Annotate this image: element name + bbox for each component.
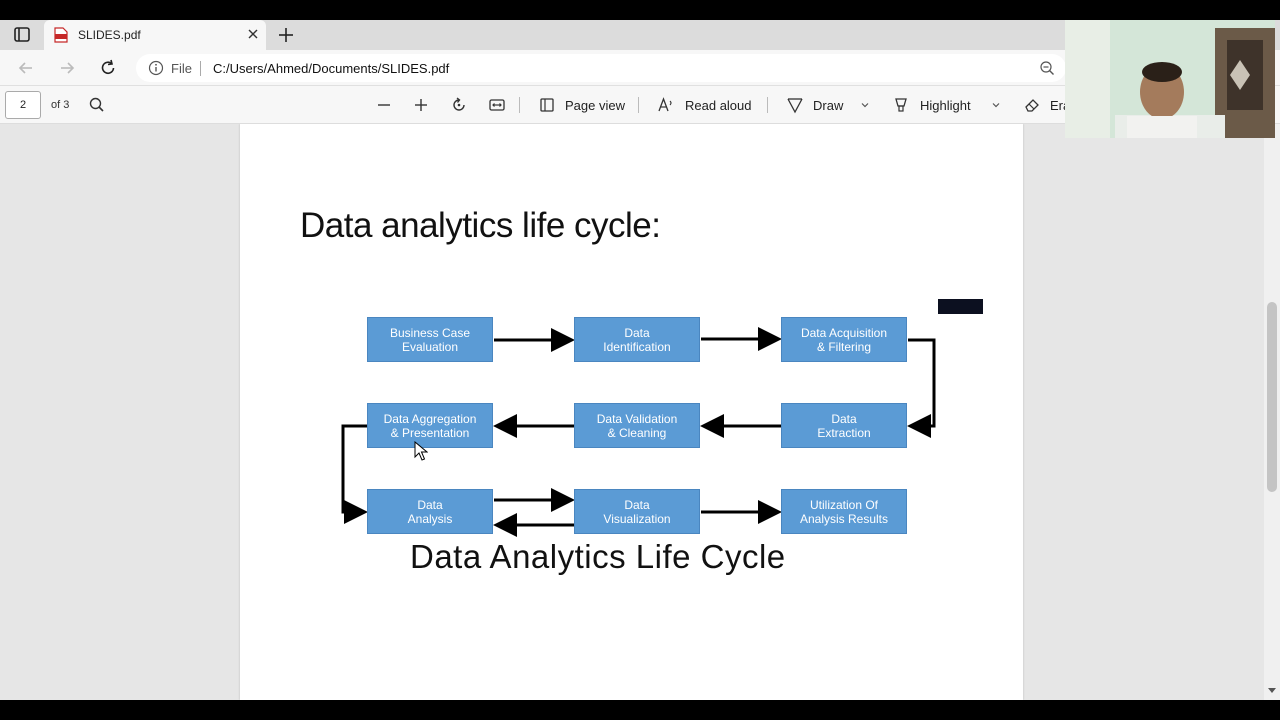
info-icon[interactable] [148, 60, 164, 76]
diagram-box-data-identification: Data Identification [574, 317, 700, 362]
page-count: of 3 [51, 99, 70, 111]
pdf-viewer[interactable]: Data analytics life cycle: [0, 124, 1280, 700]
diagram-box-data-acquisition: Data Acquisition & Filtering [781, 317, 907, 362]
redaction-rect [938, 299, 983, 314]
diagram-box-data-analysis: Data Analysis [367, 489, 493, 534]
address-bar: File C:/Users/Ahmed/Documents/SLIDES.pdf [0, 50, 1280, 86]
diagram-box-data-visualization: Data Visualization [574, 489, 700, 534]
scheme-label: File [171, 61, 192, 76]
refresh-icon[interactable] [98, 58, 118, 78]
diagram-box-business-case: Business Case Evaluation [367, 317, 493, 362]
rotate-icon[interactable] [450, 96, 468, 114]
mouse-cursor-icon [414, 441, 428, 461]
url-text[interactable]: C:/Users/Ahmed/Documents/SLIDES.pdf [213, 61, 450, 76]
close-icon[interactable] [246, 27, 260, 41]
diagram-box-data-extraction: Data Extraction [781, 403, 907, 448]
zoom-in-button-icon[interactable] [412, 96, 430, 114]
vertical-scrollbar[interactable] [1264, 124, 1280, 700]
fit-to-width-icon[interactable] [488, 96, 506, 114]
toolbar-divider [519, 97, 520, 113]
omnibox[interactable]: File C:/Users/Ahmed/Documents/SLIDES.pdf [136, 54, 1066, 82]
webcam-overlay [1065, 20, 1275, 138]
page-number-input[interactable]: 2 [5, 91, 41, 119]
pdf-page: Data analytics life cycle: [240, 124, 1023, 700]
read-aloud-icon[interactable] [657, 96, 675, 114]
search-icon[interactable] [88, 96, 106, 114]
diagram-arrows [341, 327, 936, 537]
tab-actions-icon[interactable] [10, 26, 34, 44]
tab-slides-pdf[interactable]: SLIDES.pdf [44, 20, 266, 50]
slide-title: Data analytics life cycle: [300, 206, 661, 245]
diagram-box-data-aggregation: Data Aggregation & Presentation [367, 403, 493, 448]
chevron-down-icon[interactable] [860, 100, 870, 110]
zoom-out-button-icon[interactable] [375, 96, 393, 114]
page-view-button[interactable]: Page view [565, 98, 625, 113]
bottom-letterbox [0, 700, 1280, 720]
draw-icon[interactable] [786, 96, 804, 114]
new-tab-icon[interactable] [276, 25, 296, 45]
forward-icon[interactable] [57, 58, 77, 78]
omnibox-divider [200, 61, 201, 76]
diagram-caption: Data Analytics Life Cycle [410, 538, 786, 575]
highlight-button[interactable]: Highlight [920, 98, 971, 113]
scroll-down-icon[interactable] [1268, 686, 1276, 694]
diagram-box-data-validation: Data Validation & Cleaning [574, 403, 700, 448]
diagram-box-utilization: Utilization Of Analysis Results [781, 489, 907, 534]
tab-title: SLIDES.pdf [78, 28, 141, 42]
chevron-down-icon[interactable] [991, 100, 1001, 110]
webcam-person-image [1065, 20, 1275, 138]
scrollbar-thumb[interactable] [1267, 302, 1277, 492]
highlight-icon[interactable] [892, 96, 910, 114]
page-view-icon[interactable] [538, 96, 556, 114]
read-aloud-button[interactable]: Read aloud [685, 98, 752, 113]
zoom-out-icon[interactable] [1039, 60, 1055, 76]
toolbar-divider [638, 97, 639, 113]
pdf-file-icon [54, 27, 68, 43]
back-icon[interactable] [16, 58, 36, 78]
toolbar-divider [767, 97, 768, 113]
draw-button[interactable]: Draw [813, 98, 844, 113]
eraser-icon[interactable] [1023, 96, 1041, 114]
top-letterbox [0, 0, 1280, 20]
